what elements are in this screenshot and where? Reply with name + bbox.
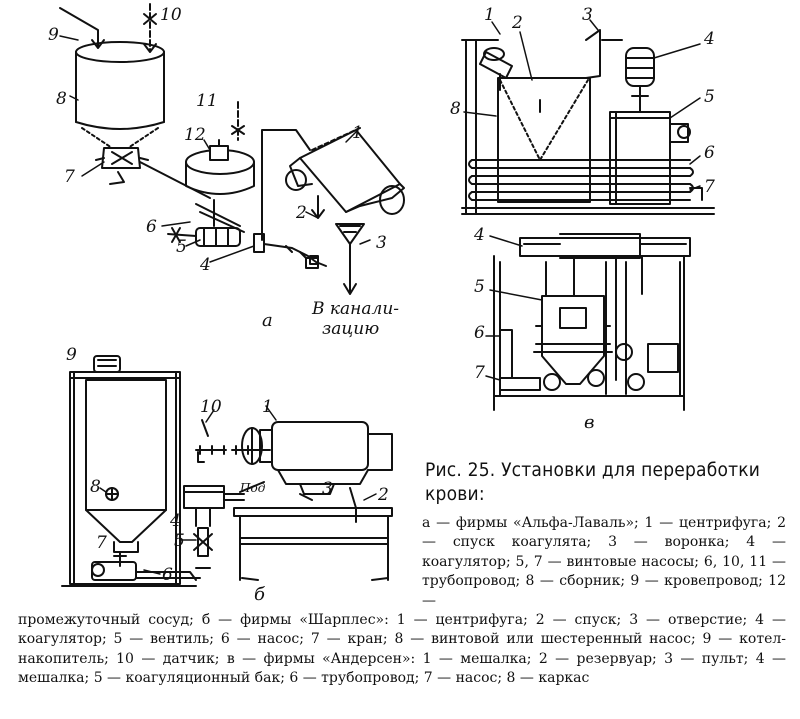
blood-pipe-9: [59, 7, 99, 47]
pump-7-lower: [499, 377, 541, 391]
label-v-4-lower: 4: [473, 225, 485, 245]
label-a-7: 7: [64, 167, 75, 187]
label-b-1: 1: [262, 397, 273, 417]
collector-8-cone: [81, 127, 159, 149]
label-b-4: 4: [169, 511, 181, 531]
label-v-6-lower: 6: [474, 323, 485, 343]
label-a-6: 6: [146, 217, 157, 237]
label-b-2: 2: [377, 485, 389, 505]
boiler-9-body: [85, 379, 167, 511]
collector-8-bottom: [75, 121, 165, 130]
table-frame: [233, 507, 393, 517]
label-b-10: 10: [200, 397, 222, 417]
frame-8: [461, 39, 715, 215]
label-b-6: 6: [162, 565, 173, 585]
label-pod: Под: [239, 481, 266, 495]
label-b-3: 3: [322, 479, 333, 499]
diagram-v-andersen-lower: [485, 233, 691, 411]
coagulation-tank-5: [609, 111, 671, 205]
pipe-10-valve: [143, 13, 157, 25]
centrifuge-1-motor: [285, 169, 307, 191]
pipeline-6: [471, 159, 691, 201]
sublabel-b: б: [254, 584, 266, 605]
coagulator-4: [183, 485, 225, 509]
sublabel-a: а: [262, 310, 273, 331]
diagram-b-labels: 9 10 1 8 3 4 2 7 5 6 Под б: [66, 345, 389, 605]
collector-8-body: [75, 51, 165, 123]
panel-3: [585, 29, 601, 79]
mixer-4-beam: [519, 237, 691, 257]
label-a-11: 11: [196, 91, 218, 111]
screw-pump-5: [195, 227, 241, 247]
label-v-5: 5: [704, 87, 715, 107]
frame-lower: [493, 255, 685, 411]
label-a-9: 9: [48, 25, 59, 45]
coagulator-4: [253, 233, 265, 253]
sublabel-v: в: [584, 412, 594, 433]
vessel-12-motor: [209, 145, 229, 161]
label-b-8: 8: [90, 477, 101, 497]
pipeline-6-lower: [499, 329, 513, 379]
label-v-4: 4: [703, 29, 715, 49]
label-v-8: 8: [450, 99, 461, 119]
diagram-v-labels: 1 2 3 4 8 5 6 7 4 5 6 7 в: [450, 5, 715, 433]
feed-line: [261, 129, 311, 241]
label-a-5: 5: [176, 237, 187, 257]
pipe-6: [167, 233, 197, 237]
label-v-7: 7: [704, 177, 715, 197]
diagram-b-sharples: [61, 355, 393, 587]
label-b-7: 7: [96, 533, 107, 553]
label-a-8: 8: [56, 89, 67, 109]
screw-pump-7: [101, 147, 141, 169]
figure-legend-bottom: промежуточный сосуд; б — фирмы «Шарплес»…: [18, 612, 786, 687]
boiler-9-frame: [69, 371, 181, 585]
label-a-1: 1: [352, 123, 363, 143]
centrifuge-1-body: [271, 421, 369, 471]
opening-3: [299, 493, 313, 501]
sensor-10: [201, 419, 209, 437]
label-v-2: 2: [511, 13, 523, 33]
label-v-1: 1: [484, 5, 495, 25]
mixer-1: [479, 51, 513, 79]
drain-text-line-1: В канали-: [311, 299, 399, 319]
label-a-12: 12: [184, 125, 206, 145]
label-v-3: 3: [582, 5, 593, 25]
label-v-6: 6: [704, 143, 715, 163]
figure-legend-top: а — фирмы «Альфа-Лаваль»; 1 — центрифуга…: [422, 515, 786, 609]
line-pump-to-coagulator: [139, 161, 211, 199]
label-b-5: 5: [174, 531, 185, 551]
funnel-3: [335, 223, 365, 245]
label-a-10: 10: [160, 5, 182, 25]
boiler-9-motor: [93, 355, 121, 373]
drain-text-line-2: зацию: [322, 319, 379, 339]
label-a-4: 4: [199, 255, 211, 275]
label-a-3: 3: [376, 233, 387, 253]
figure-caption-title: Рис. 25. Установки для переработки крови…: [425, 459, 761, 505]
label-a-2: 2: [295, 203, 307, 223]
label-b-9: 9: [66, 345, 77, 365]
diagram-a-alfa-laval: [59, 3, 405, 295]
label-v-7-lower: 7: [474, 363, 485, 383]
coagulation-tank-5-lower: [541, 295, 605, 385]
diagram-v-andersen-upper: [461, 19, 715, 215]
label-v-5-lower: 5: [474, 277, 485, 297]
diagram-a-labels: 9 10 8 11 12 1 7 2 6 5 4 3 В канали- зац…: [48, 5, 399, 339]
